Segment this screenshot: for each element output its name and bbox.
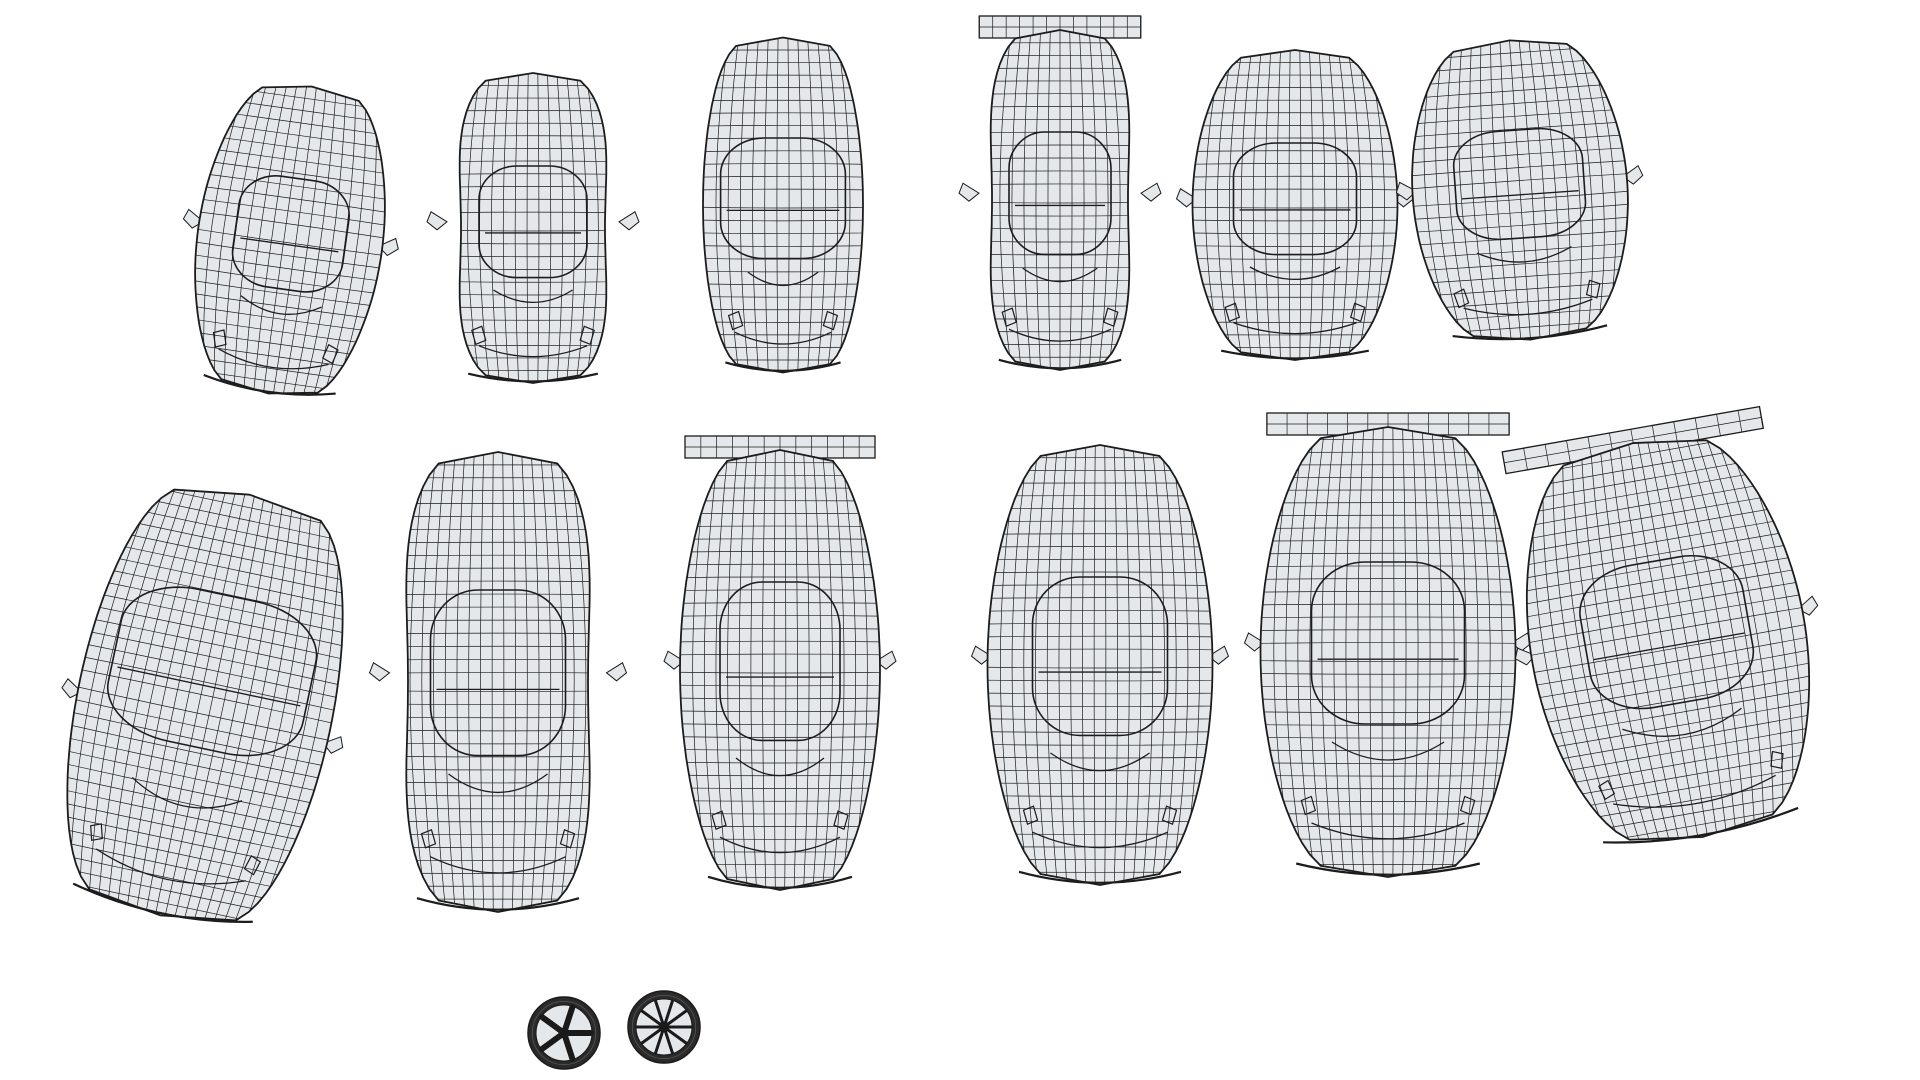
car-9-body [680,450,880,890]
car-7-outline [66,488,344,922]
car-11-headlight-left [1300,795,1317,816]
car-6-wireframe-model[interactable] [1295,25,1745,354]
car-2-headlight-right [579,325,595,346]
car-1-headlight-left [212,329,227,348]
car-5-outline [1191,49,1399,361]
car-6-headlight-right [1585,279,1601,299]
car-3-wireframe-model[interactable] [623,36,943,374]
car-2-mirror-right [618,211,640,231]
car-5-headlight-right [1349,302,1366,323]
car-8-mesh [406,452,590,912]
car-10-body [987,445,1213,885]
car-4-mirror-left [958,182,980,202]
car-4-headlight-right [1103,307,1119,328]
car-8-wireframe-model[interactable] [273,451,723,913]
car-9-mirror-left [663,650,685,670]
car-10-outline [986,444,1214,886]
car-4-outline [989,29,1131,371]
car-8-headlight-right [559,828,576,849]
car-1-canopy [231,175,351,293]
car-12-canopy [1579,554,1755,710]
car-7-body [67,489,343,921]
car-5-canopy [1232,142,1358,256]
car-10-headlight-right [1161,805,1178,826]
car-8-headlight-left [420,828,437,849]
car-7-mirror-right [322,736,344,754]
car-1-outline [194,85,386,395]
car-7-canopy [106,586,318,757]
car-11-canopy [1310,561,1466,725]
car-1-wireframe-model[interactable] [85,61,495,419]
car-3-outline [702,36,864,374]
car-11-headlight-right [1459,795,1476,816]
car-1-mesh [176,73,404,407]
car-5-headlight-left [1224,302,1241,323]
wheel-2-wireframe-model[interactable] [627,990,701,1064]
car-1-headlight-right [322,343,339,365]
car-5-wireframe-model[interactable] [1090,49,1500,361]
car-6-outline [1411,39,1629,341]
car-2-headlight-left [471,325,487,346]
car-7-headlight-left [90,823,103,842]
car-10-wireframe-model[interactable] [875,444,1325,886]
car-9-outline [679,449,881,891]
car-12-headlight-right [1770,750,1784,769]
wheel-2-hub [658,1021,670,1033]
car-9-wireframe-model[interactable] [580,435,980,891]
car-9-canopy [719,581,841,742]
car-2-wireframe-model[interactable] [353,72,713,384]
car-11-outline [1259,426,1517,878]
car-3-headlight-right [822,310,839,331]
car-8-outline [405,451,591,913]
wheel-1-wireframe-model[interactable] [527,996,601,1070]
car-9-mirror-right [875,650,897,670]
car-3-body [703,37,863,373]
car-6-headlight-left [1453,288,1470,309]
car-2-canopy [478,165,588,279]
car-12-mirror-left [1514,647,1536,666]
car-4-mirror-right [1140,182,1162,202]
car-3-canopy [719,137,847,260]
car-10-headlight-left [1022,805,1039,826]
car-8-mirror-left [368,662,391,682]
car-1-body [195,86,385,394]
car-9-headlight-left [711,810,727,831]
car-5-body [1192,50,1398,360]
car-6-canopy [1452,127,1587,241]
car-1-mirror-right [377,237,399,257]
car-12-outline [1525,439,1811,841]
car-8-body [406,452,590,912]
car-9-headlight-right [833,810,849,831]
car-9-rear-wing [684,435,876,459]
car-5-mirror-left [1175,188,1198,208]
car-10-mirror-left [970,645,993,665]
car-4-headlight-left [1001,307,1017,328]
car-6-mirror-left [1395,181,1418,201]
car-8-mirror-right [605,662,628,682]
car-11-mirror-left [1243,632,1266,652]
car-2-outline [458,72,608,384]
car-8-canopy [429,589,567,757]
wheel-1-hub [558,1027,570,1039]
car-2-body [459,73,607,383]
car-11-body [1260,427,1516,877]
car-7-headlight-right [243,854,262,876]
car-12-headlight-left [1598,779,1616,801]
car-4-canopy [1008,131,1112,256]
car-10-mirror-right [1207,645,1230,665]
car-10-canopy [1031,576,1169,737]
car-2-mesh [459,73,607,383]
car-2-mirror-left [426,211,448,231]
car-3-headlight-left [727,310,744,331]
